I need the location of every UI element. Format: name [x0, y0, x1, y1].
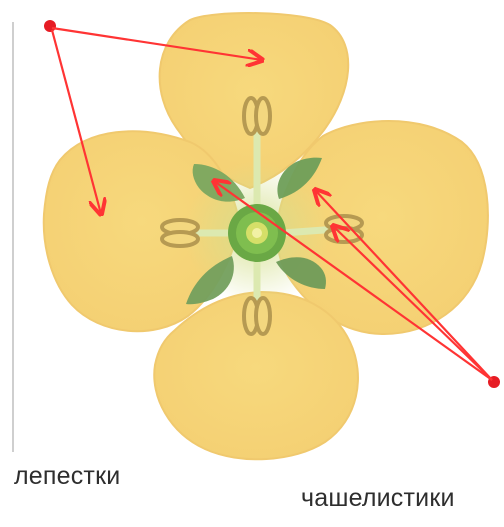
stamen-top: [244, 98, 270, 134]
left-rule: [12, 22, 14, 452]
stamen-left: [162, 220, 198, 246]
petals-label: лепестки: [14, 462, 120, 491]
stamen-bottom: [244, 298, 270, 334]
sepals-label: чашелистики: [301, 484, 455, 513]
petals-marker: [44, 20, 56, 32]
